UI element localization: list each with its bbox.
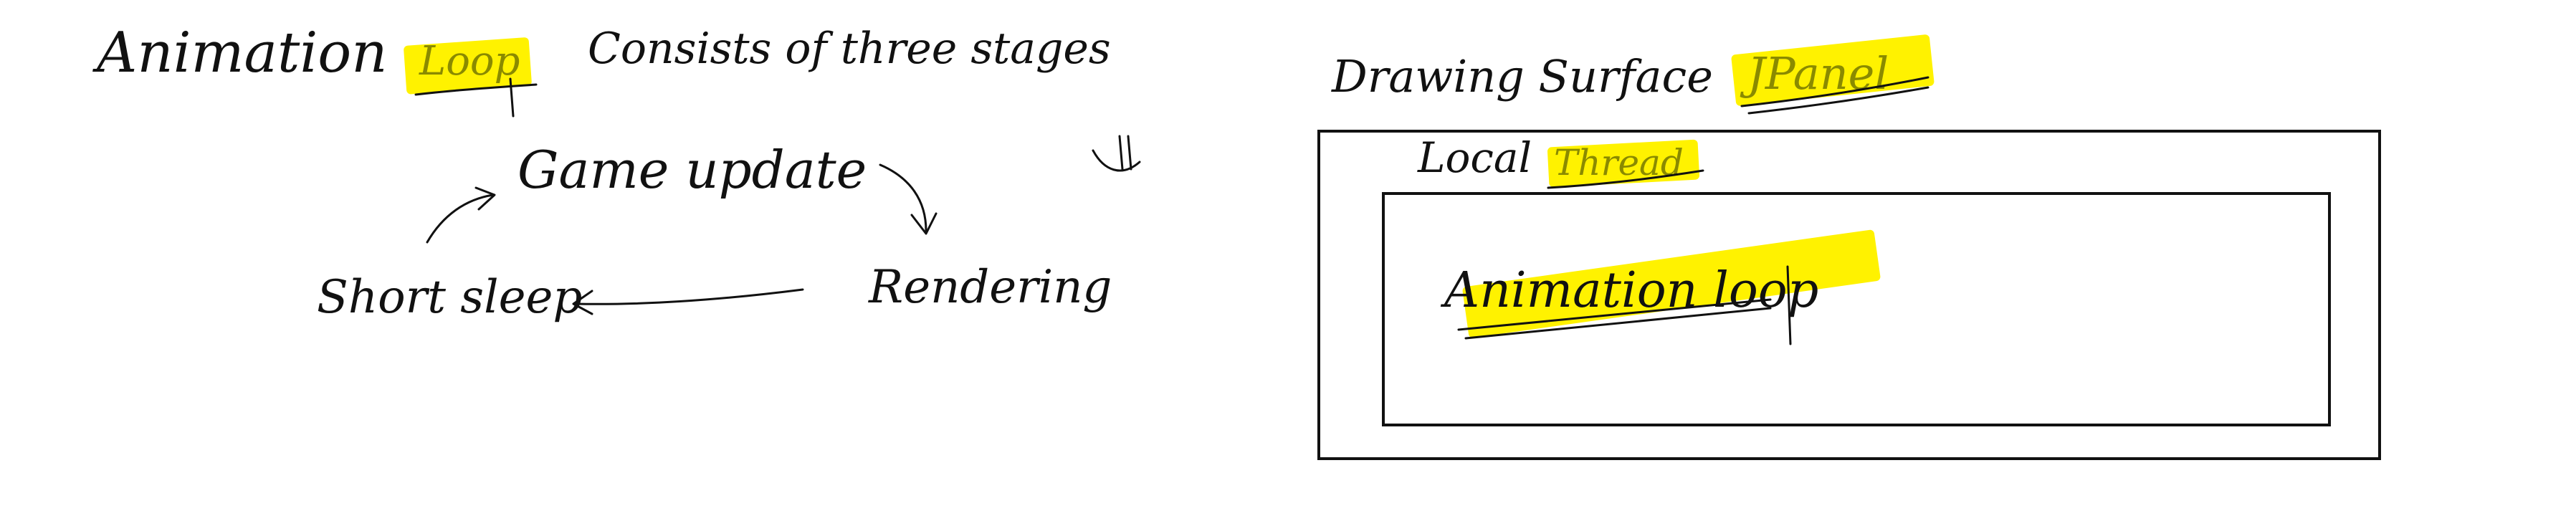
- label-jpanel: JPanel: [1740, 47, 1889, 100]
- arrow-update-to-rendering: [879, 163, 927, 232]
- down-arrow-icon: [1092, 149, 1141, 172]
- stage-game-update: Game update: [517, 140, 867, 200]
- thread-highlight: [1547, 139, 1700, 188]
- arrow-sleep-to-update-head: [474, 186, 496, 211]
- loop-tick: [509, 77, 515, 118]
- heading-animation: Animation: [92, 21, 387, 85]
- down-arrow-icon-shaft-2: [1127, 135, 1132, 171]
- stage-short-sleep: Short sleep: [317, 271, 582, 324]
- heading-consists: Consists of three stages: [588, 24, 1111, 74]
- label-drawing-surface: Drawing Surface: [1331, 50, 1713, 102]
- loop-underline: [414, 83, 538, 96]
- thread-underline: [1547, 169, 1704, 189]
- outer-label-local: Local: [1417, 133, 1532, 182]
- jpanel-underline-2: [1747, 86, 1929, 115]
- inner-label-animation-loop: Animation loop: [1440, 262, 1818, 319]
- animation-loop-underline-2: [1464, 307, 1772, 340]
- heading-loop: Loop: [419, 38, 520, 85]
- arrow-rendering-to-sleep-head: [572, 290, 593, 315]
- animation-loop-highlight: [1462, 229, 1881, 338]
- animation-loop-tick: [1786, 265, 1792, 345]
- inner-animation-box: [1382, 192, 2331, 426]
- arrow-update-to-rendering-head: [910, 212, 938, 235]
- stage-rendering: Rendering: [868, 261, 1112, 314]
- arrow-sleep-to-update: [426, 194, 495, 244]
- outer-thread-box: [1317, 130, 2381, 460]
- down-arrow-icon-shaft-1: [1118, 135, 1124, 171]
- arrow-rendering-to-sleep: [573, 288, 804, 305]
- jpanel-highlight: [1731, 34, 1935, 106]
- animation-loop-underline-1: [1457, 298, 1772, 331]
- loop-highlight: [404, 37, 532, 95]
- jpanel-underline-1: [1740, 76, 1929, 108]
